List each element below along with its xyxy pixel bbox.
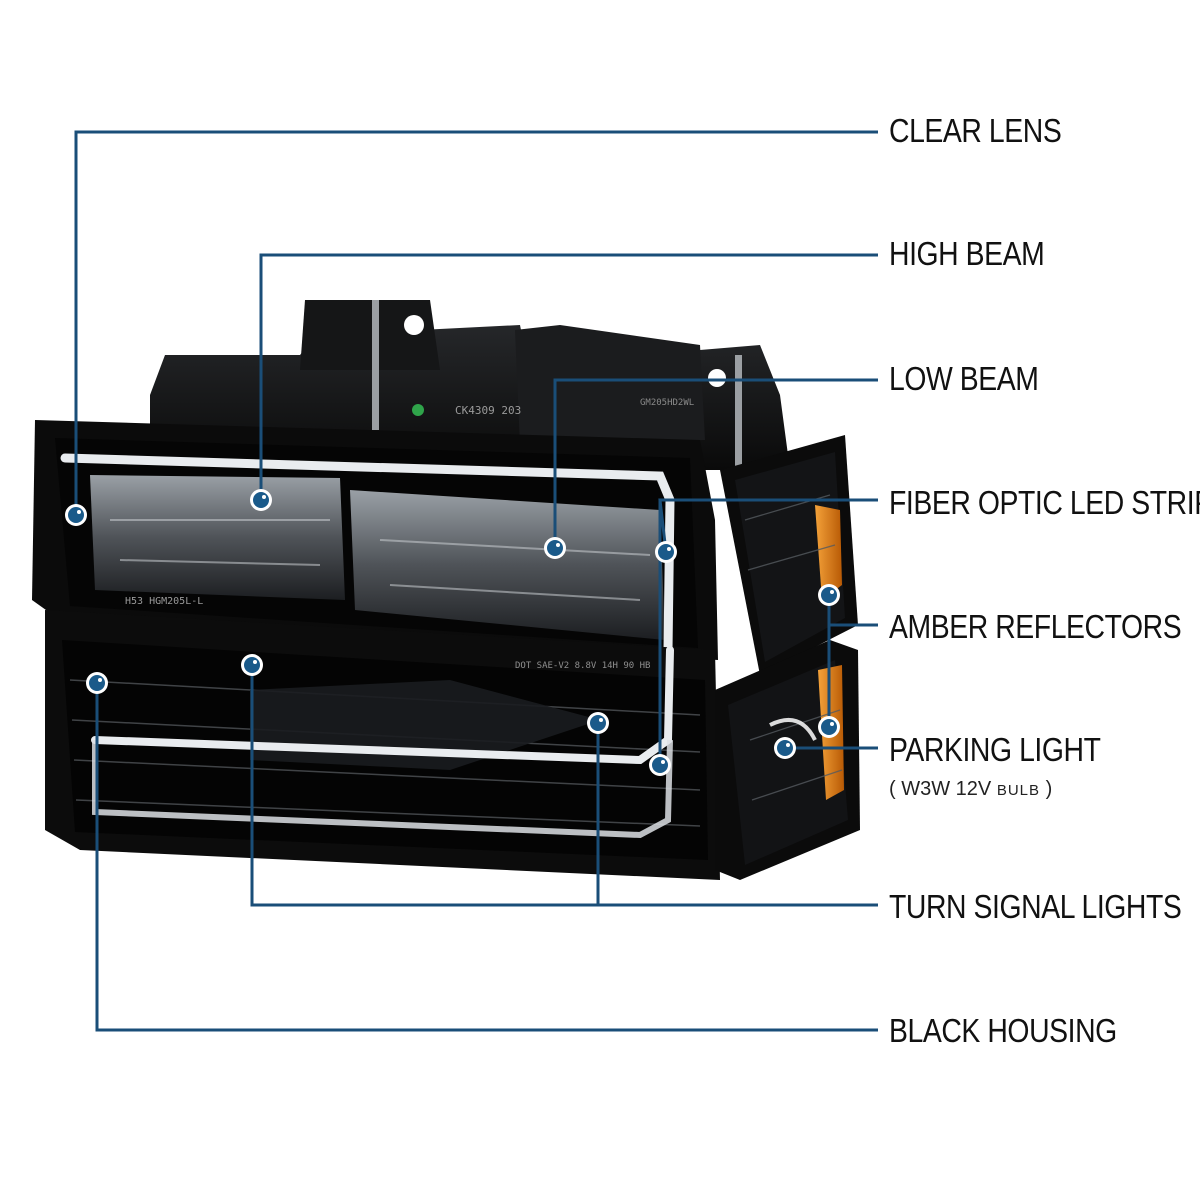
dot-fiber-optic-upper [655, 541, 677, 563]
label-parking-light: PARKING LIGHT [889, 731, 1101, 768]
leader-low-beam [553, 378, 878, 548]
dot-high-beam [250, 489, 272, 511]
housing-stamp: CK4309 203 [455, 404, 521, 417]
label-turn-signal-lights: TURN SIGNAL LIGHTS [889, 888, 1182, 925]
mounting-pin [735, 355, 742, 475]
bulb-paren-close: ) [1045, 778, 1053, 800]
headlight-assembly: H53 HGM205L-L [32, 420, 718, 660]
label-high-beam: HIGH BEAM [889, 235, 1045, 272]
green-sticker [412, 404, 424, 416]
led-strip-signal [91, 646, 674, 765]
label-amber-reflectors: AMBER REFLECTORS [889, 608, 1182, 645]
leader-turn-signal [250, 665, 878, 907]
label-clear-lens: CLEAR LENS [889, 112, 1062, 149]
low-beam-reflector [350, 490, 665, 640]
rear-housing: CK4309 203 GM205HD2WL [150, 300, 790, 475]
label-black-housing: BLACK HOUSING [889, 1012, 1117, 1049]
label-low-beam: LOW BEAM [889, 360, 1039, 397]
amber-reflector-upper [815, 505, 842, 600]
mounting-pin [372, 300, 379, 430]
leader-black-housing [95, 683, 878, 1032]
turn-signal-bar: DOT SAE-V2 8.8V 14H 90 HB [45, 610, 720, 880]
dot-fiber-optic-lower [649, 754, 671, 776]
dot-turn-signal-left [241, 654, 263, 676]
led-strip-headlight [60, 453, 675, 655]
dot-black-housing [86, 672, 108, 694]
dot-clear-lens [65, 504, 87, 526]
bulb-unit-text: BULB [996, 782, 1041, 799]
dot-parking-light [774, 737, 796, 759]
leader-clear-lens [74, 130, 878, 515]
callout-dots [65, 489, 840, 776]
dot-amber-lower [818, 716, 840, 738]
bulb-spec-text: W3W 12V [901, 778, 992, 800]
high-beam-reflector [90, 475, 345, 600]
dot-low-beam [544, 537, 566, 559]
signal-stamp: DOT SAE-V2 8.8V 14H 90 HB [515, 661, 650, 671]
dot-amber-upper [818, 584, 840, 606]
leader-lines [74, 130, 878, 1032]
corner-light [715, 435, 860, 880]
lens-stamp: H53 HGM205L-L [125, 596, 203, 607]
label-fiber-optic-led-strips: FIBER OPTIC LED STRIPS [889, 484, 1200, 521]
bulb-paren-open: ( [889, 778, 896, 800]
parking-bulb-highlight [769, 718, 817, 741]
parking-bulb-spec: ( W3W 12V BULB ) [889, 778, 1052, 801]
leader-high-beam [259, 253, 878, 500]
dot-turn-signal-right [587, 712, 609, 734]
housing-stamp-side: GM205HD2WL [640, 398, 694, 408]
